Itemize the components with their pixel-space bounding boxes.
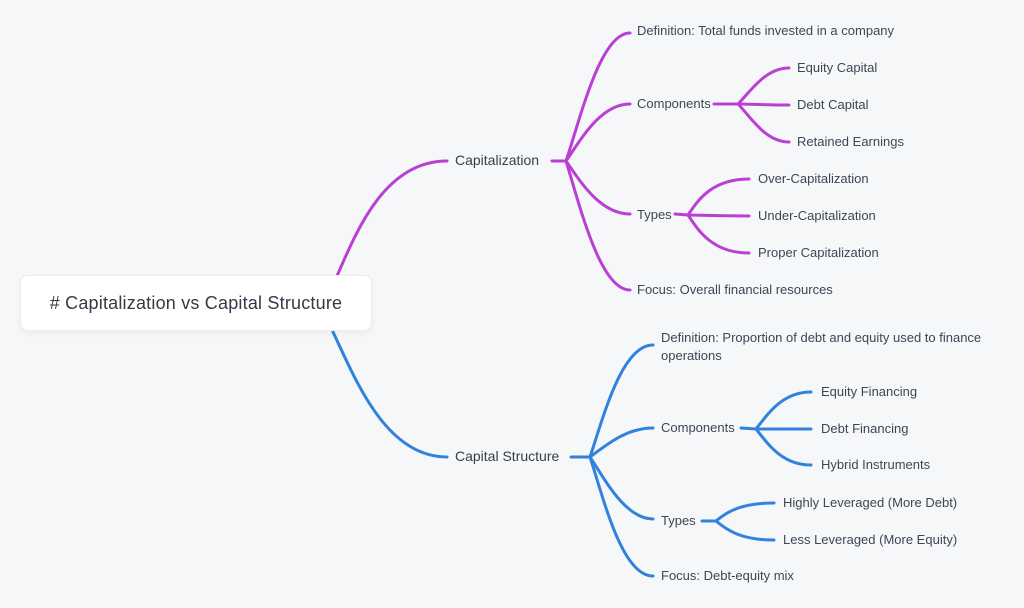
node-capitalization-components: Components xyxy=(637,96,711,111)
node-capitalization: Capitalization xyxy=(455,152,540,168)
leaf-equity-financing: Equity Financing xyxy=(821,384,918,399)
node-capital-structure-focus: Focus: Debt-equity mix xyxy=(661,568,794,583)
node-capitalization-types: Types xyxy=(637,207,672,222)
node-capital-structure-definition: Definition: Proportion of debt and equit… xyxy=(661,330,982,363)
leaf-equity-capital: Equity Capital xyxy=(797,60,878,75)
leaf-debt-financing: Debt Financing xyxy=(821,421,909,436)
leaf-retained-earnings: Retained Earnings xyxy=(797,134,904,149)
leaf-hybrid-instruments: Hybrid Instruments xyxy=(821,457,931,472)
node-capital-structure-types: Types xyxy=(661,513,696,528)
leaf-highly-leveraged: Highly Leveraged (More Debt) xyxy=(783,495,958,510)
node-capitalization-definition: Definition: Total funds invested in a co… xyxy=(637,23,895,38)
branch-capital-structure-edges xyxy=(331,330,813,578)
branch-capitalization-edges xyxy=(335,31,791,292)
leaf-debt-capital: Debt Capital xyxy=(797,97,869,112)
root-node: # Capitalization vs Capital Structure xyxy=(20,275,372,331)
leaf-under-capitalization: Under-Capitalization xyxy=(758,208,876,223)
node-capitalization-focus: Focus: Overall financial resources xyxy=(637,282,833,297)
leaf-proper-capitalization: Proper Capitalization xyxy=(758,245,879,260)
root-node-label: # Capitalization vs Capital Structure xyxy=(49,292,343,313)
node-capital-structure-components: Components xyxy=(661,420,735,435)
node-capital-structure: Capital Structure xyxy=(455,448,560,464)
leaf-less-leveraged: Less Leveraged (More Equity) xyxy=(783,532,958,547)
leaf-over-capitalization: Over-Capitalization xyxy=(758,171,869,186)
